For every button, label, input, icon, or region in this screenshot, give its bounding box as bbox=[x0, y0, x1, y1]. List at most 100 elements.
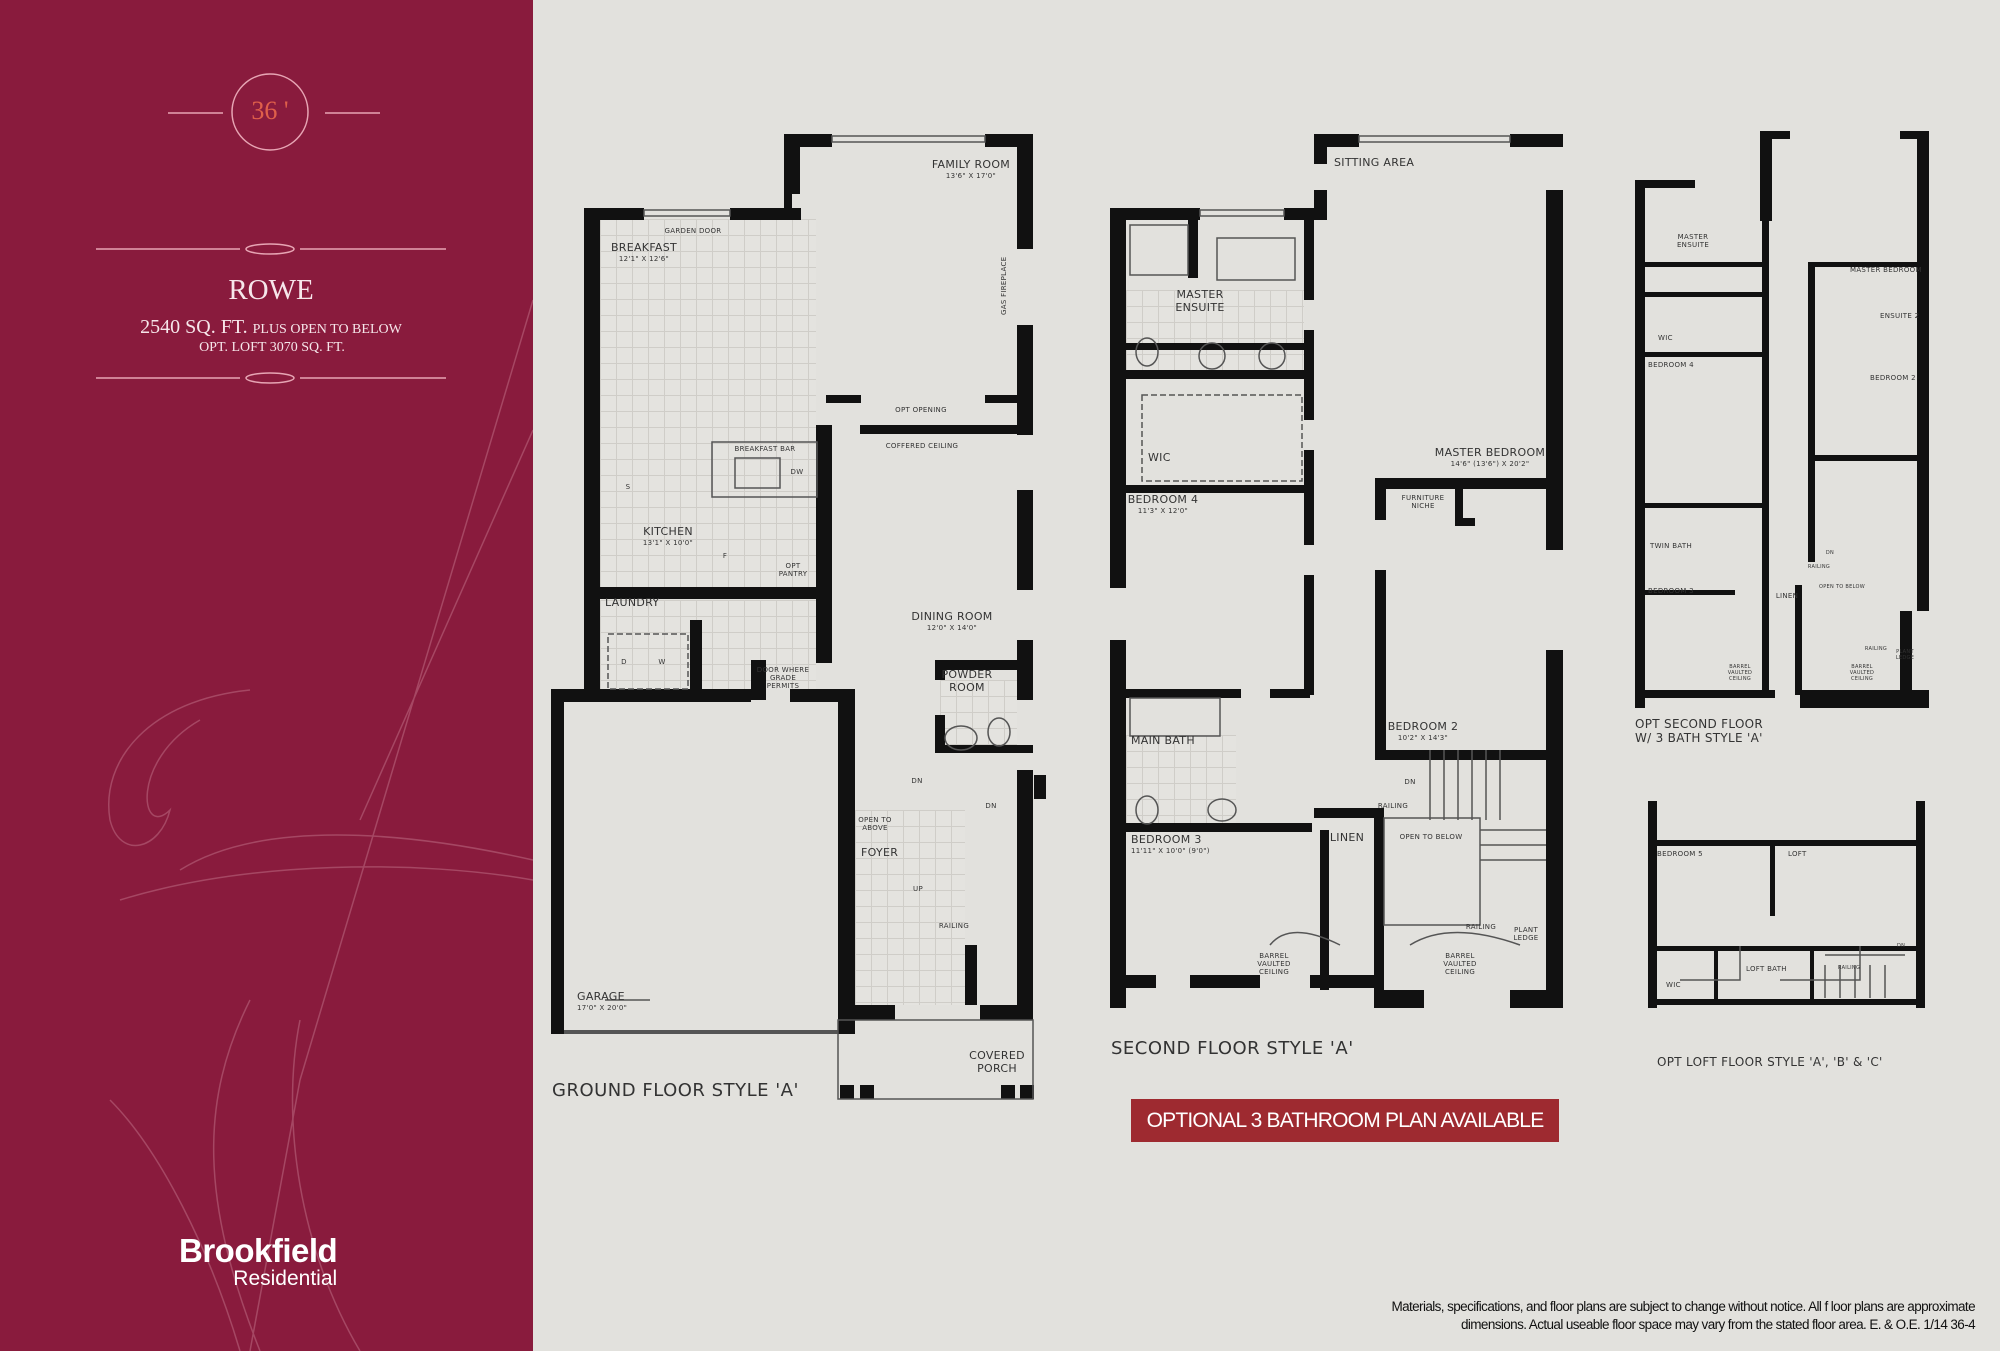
monogram-watermark bbox=[96, 73, 533, 1351]
note-open-to-above: OPEN TO ABOVE bbox=[858, 816, 892, 833]
loft-note-dn: DN bbox=[1897, 943, 1906, 949]
room-name: BEDROOM 4 bbox=[1127, 493, 1199, 506]
tile-floor-powder bbox=[940, 680, 1017, 750]
note-stairs-down: DN bbox=[1404, 778, 1416, 786]
note-opt-pantry: OPT PANTRY bbox=[778, 562, 808, 579]
room-foyer: FOYER bbox=[861, 846, 899, 859]
opt-note-railing: RAILING bbox=[1864, 646, 1888, 652]
sqft-suffix: PLUS OPEN TO BELOW bbox=[252, 322, 402, 337]
opt-room-wic: WIC bbox=[1658, 334, 1673, 342]
opt-note-barrel-ceiling: BARREL VAULTED CEILING bbox=[1727, 664, 1753, 682]
room-name: FAMILY ROOM bbox=[931, 158, 1011, 171]
opt-room-twin-bath: TWIN BATH bbox=[1650, 542, 1693, 550]
tile-floor-foyer bbox=[855, 810, 965, 1005]
opt-note-dn: DN bbox=[1825, 550, 1835, 556]
note-dishwasher: DW bbox=[790, 468, 804, 476]
tile-floor-kitchen bbox=[600, 219, 816, 587]
room-main-bath: MAIN BATH bbox=[1131, 734, 1195, 747]
logo-line1: Brookfield bbox=[179, 1232, 338, 1269]
opt-room-bedroom-4: BEDROOM 4 bbox=[1648, 361, 1694, 369]
note-furniture-niche: FURNITURE NICHE bbox=[1401, 494, 1445, 511]
note-coffered-ceiling: COFFERED CEILING bbox=[885, 442, 959, 450]
note-gas-fireplace: GAS FIREPLACE bbox=[1000, 256, 1008, 315]
room-name: BREAKFAST bbox=[610, 241, 678, 254]
note-stairs-up: UP bbox=[913, 885, 923, 893]
room-dims: 10'2" X 14'3" bbox=[1397, 733, 1449, 742]
note-garden-door: GARDEN DOOR bbox=[664, 227, 722, 235]
opt-note-barrel-ceiling: BARREL VAULTED CEILING bbox=[1849, 664, 1875, 682]
optional-plan-banner: OPTIONAL 3 BATHROOM PLAN AVAILABLE bbox=[1131, 1099, 1559, 1142]
opt-room-linen: LINEN bbox=[1775, 592, 1799, 600]
room-dims: 11'11" X 10'0" (9'0") bbox=[1131, 846, 1210, 855]
square-footage: 2540 SQ. FT. PLUS OPEN TO BELOW bbox=[140, 316, 402, 339]
opt-room-master-ensuite: MASTER ENSUITE bbox=[1676, 233, 1710, 250]
model-name: ROWE bbox=[228, 274, 314, 306]
room-dims: 11'3" X 12'0" bbox=[1137, 506, 1189, 515]
room-dims: 13'1" X 10'0" bbox=[642, 538, 694, 547]
room-name: BEDROOM 3 bbox=[1131, 833, 1202, 846]
note-plant-ledge: PLANT LEDGE bbox=[1513, 926, 1539, 943]
sidebar-panel: 36 ' ROWE 2540 SQ. FT. PLUS OPEN TO BELO… bbox=[0, 0, 533, 1351]
room-dims: 13'6" X 17'0" bbox=[945, 171, 997, 180]
opt-loft-sqft: OPT. LOFT 3070 SQ. FT. bbox=[199, 340, 345, 355]
loft-room-bedroom-5: BEDROOM 5 bbox=[1657, 850, 1703, 858]
room-wic: WIC bbox=[1148, 451, 1171, 464]
room-name: GARAGE bbox=[577, 990, 625, 1003]
opt-note-railing: RAILING bbox=[1807, 564, 1831, 570]
room-name: DINING ROOM bbox=[911, 610, 993, 623]
note-railing: RAILING bbox=[1377, 802, 1409, 810]
disclaimer: Materials, specifications, and floor pla… bbox=[1391, 1298, 1975, 1334]
opt-note-plant-ledge: PLANT LEDGE bbox=[1895, 649, 1915, 661]
room-sitting-area: SITTING AREA bbox=[1334, 156, 1415, 169]
tile-floor-main-bath bbox=[1126, 735, 1236, 823]
room-dims: 17'0" X 20'0" bbox=[577, 1003, 628, 1012]
note-railing: RAILING bbox=[1465, 923, 1497, 931]
note-fridge: F bbox=[722, 552, 728, 560]
logo-line2: Residential bbox=[233, 1267, 338, 1290]
room-name: BEDROOM 2 bbox=[1387, 720, 1459, 733]
title-line: OPT SECOND FLOOR bbox=[1635, 717, 1764, 731]
note-open-to-below: OPEN TO BELOW bbox=[1399, 833, 1463, 841]
title-line: W/ 3 BATH STYLE 'A' bbox=[1635, 730, 1763, 745]
note-stairs-down: DN bbox=[911, 777, 923, 785]
second-floor-title: SECOND FLOOR STYLE 'A' bbox=[1111, 1038, 1354, 1059]
tile-floor-laundry bbox=[600, 600, 816, 689]
note-sink: S bbox=[625, 483, 631, 491]
note-breakfast-bar: BREAKFAST BAR bbox=[734, 445, 796, 453]
disclaimer-line: dimensions. Actual useable floor space m… bbox=[1460, 1317, 1976, 1332]
note-washer: W bbox=[658, 658, 666, 666]
room-name: MASTER BEDROOM bbox=[1434, 446, 1546, 459]
room-powder-room: POWDER ROOM bbox=[941, 668, 993, 694]
note-door-where-grade-permits: DOOR WHERE GRADE PERMITS bbox=[756, 666, 810, 691]
note-railing: RAILING bbox=[938, 922, 970, 930]
room-dims: 14'6" (13'6") X 20'2" bbox=[1450, 459, 1530, 468]
room-dims: 12'1" X 12'6" bbox=[618, 254, 670, 263]
loft-room-wic: WIC bbox=[1666, 981, 1681, 989]
note-barrel-vaulted-ceiling: BARREL VAULTED CEILING bbox=[1443, 952, 1477, 977]
note-stairs-down: DN bbox=[985, 802, 997, 810]
sqft-main: 2540 SQ. FT. bbox=[140, 316, 248, 338]
opt-room-bedroom-3: BEDROOM 3 bbox=[1648, 587, 1694, 595]
opt-room-bedroom-2: BEDROOM 2 bbox=[1870, 374, 1916, 382]
room-master-ensuite: MASTER ENSUITE bbox=[1175, 288, 1225, 314]
opt-room-master-bedroom: MASTER BEDROOM bbox=[1850, 266, 1922, 274]
ground-floor-title: GROUND FLOOR STYLE 'A' bbox=[552, 1080, 799, 1101]
loft-room-loft-bath: LOFT BATH bbox=[1746, 965, 1787, 973]
room-dims: 12'0" X 14'0" bbox=[926, 623, 978, 632]
lot-width-badge: 36 ' bbox=[251, 96, 289, 125]
loft-note-railing: RAILING bbox=[1838, 965, 1861, 971]
room-linen: LINEN bbox=[1329, 831, 1365, 844]
note-barrel-vaulted-ceiling: BARREL VAULTED CEILING bbox=[1257, 952, 1291, 977]
room-laundry: LAUNDRY bbox=[605, 596, 660, 609]
